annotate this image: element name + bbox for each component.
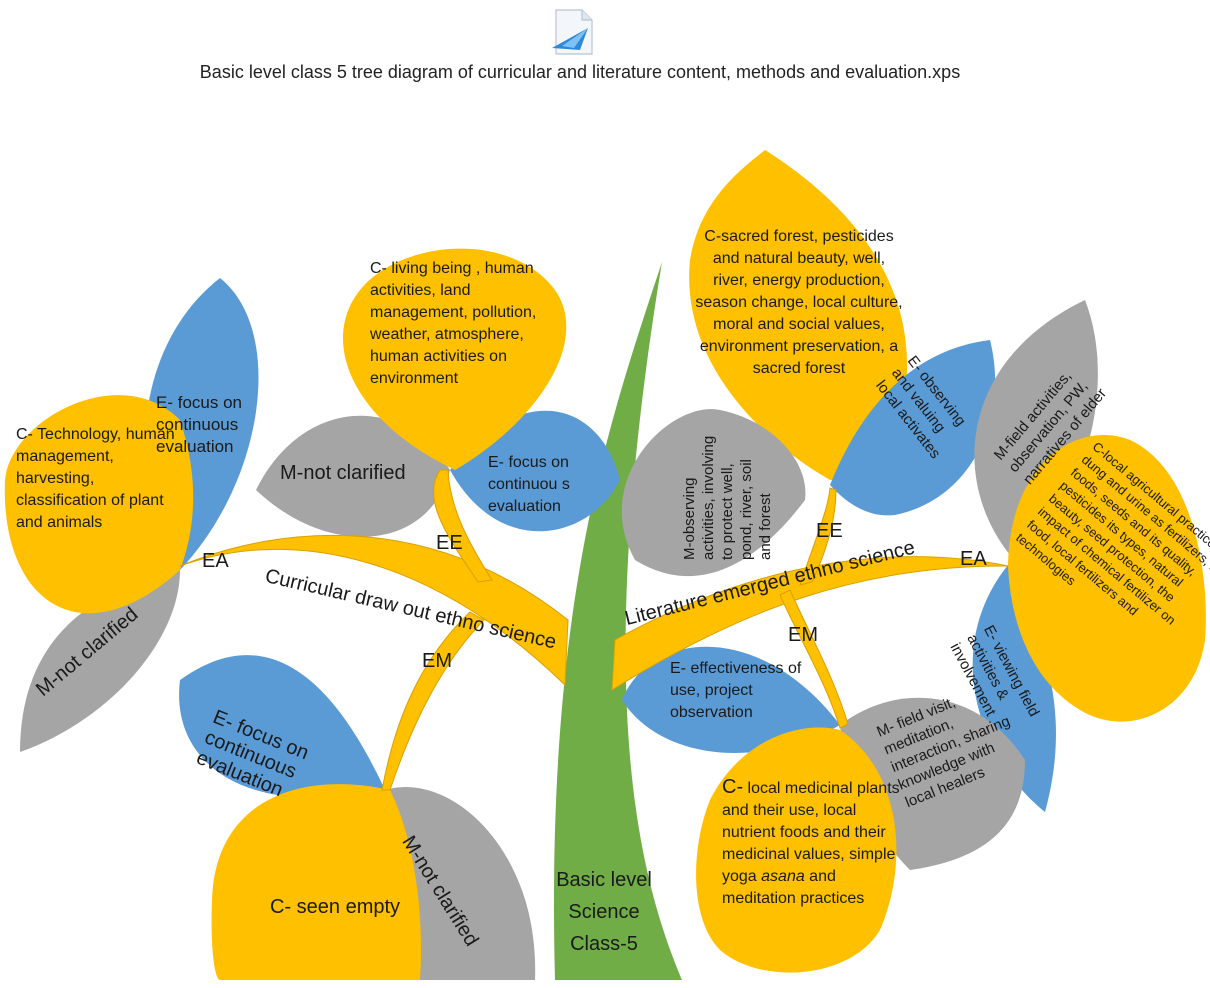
right-em-content-prefix: C- [722,776,744,798]
leaf-right-em-eval [622,646,840,753]
left-ee-method-text: M-not clarified [280,462,406,484]
right-em-content-text: C- local medicinal plants and their use,… [722,776,902,910]
trunk-label: Basic level Science Class-5 [548,864,660,960]
label-ee-left: EE [436,532,463,554]
leaf-left-ea-method [20,570,180,752]
leaf-left-em-method [384,786,536,980]
left-em-content-text: C- seen empty [270,896,401,918]
label-ee-right: EE [816,520,843,542]
leaf-right-ea-content [1008,435,1206,722]
right-em-eval-text: E- effectiveness of use, project observa… [670,660,802,721]
leaf-right-ee-content [689,150,908,480]
xps-document-icon[interactable] [548,8,596,56]
branch-curricular [179,534,569,687]
branch-left-em [381,611,485,791]
left-ea-eval-text: E- focus on continuous evaluation [156,393,242,456]
leaf-left-ea-content [4,395,194,614]
trunk-label-line3: Class-5 [570,933,638,955]
leaf-right-ee-method [621,409,806,577]
leaf-left-ee-method [256,415,450,537]
right-em-content-italic: asana [761,868,805,885]
leaf-right-ea-eval [972,565,1056,812]
label-em-right: EM [788,624,818,646]
right-ee-method-text: M-observing activities, involving to pro… [681,435,774,560]
left-ee-content-text: C- living being , human activities, land… [370,260,537,387]
label-ea-left: EA [202,550,229,572]
file-name[interactable]: Basic level class 5 tree diagram of curr… [199,62,961,82]
branch-left-ee [433,469,493,583]
branch-literature [611,556,1009,691]
leaf-left-ee-content [342,248,567,470]
left-ee-eval-text: E- focus on continuou s evaluation [488,454,570,515]
left-ea-content-text: C- Technology, human management, harvest… [16,426,175,531]
trunk [553,262,682,980]
branch-right-ee [799,487,837,586]
trunk-label-line2: Science [568,901,640,923]
leaf-left-em-content [211,784,421,980]
right-em-content-body: local medicinal plants and their use, lo… [722,780,900,885]
right-em-content-suffix: and meditation practices [722,868,865,907]
branch-right-em [779,589,849,729]
right-ee-content-text: C-sacred forest, pesticides and natural … [695,228,903,377]
label-ea-right: EA [960,548,987,570]
leaf-left-em-eval [179,655,385,798]
label-em-left: EM [422,650,452,672]
leaf-right-em-content [696,727,897,973]
trunk-label-line1: Basic level [556,869,652,891]
leaf-right-ee-eval [830,340,996,516]
